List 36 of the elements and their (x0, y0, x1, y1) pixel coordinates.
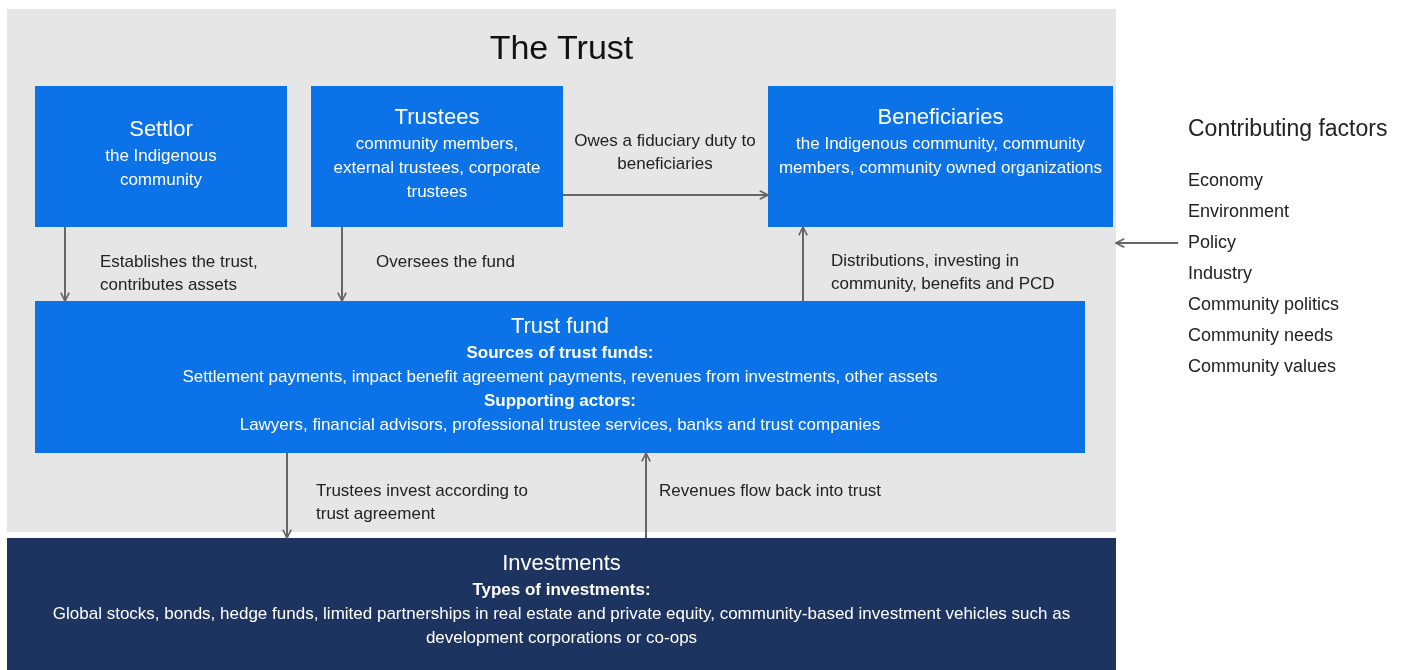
node-text: the Indigenous community, community members, community owned organizations (778, 133, 1103, 180)
node-title: Investments (502, 550, 621, 577)
node-text: Settlement payments, impact benefit agreement payments, revenues from investments, other assets (182, 366, 938, 389)
arrow (562, 190, 769, 200)
process-box (7, 538, 1116, 670)
factor-item: Community needs (1188, 323, 1334, 347)
factor-item: Environment (1188, 199, 1290, 223)
node-text: Lawyers, financial advisors, professional trustee services, banks and trust companies (239, 413, 881, 436)
arrow (282, 452, 292, 539)
node-title: Beneficiaries (877, 104, 1004, 131)
node-text: Global stocks, bonds, hedge funds, limited partnerships in real estate and private equity, community-based investment vehicles such as development corporations or co-ops (51, 603, 1072, 649)
arrow (641, 452, 651, 539)
node-text: community members, external trustees, corporate trustees (332, 133, 542, 203)
factor-item: Community politics (1188, 292, 1340, 316)
section-heading: Supporting actors: (483, 390, 637, 412)
node-text: the Indigenous community (104, 145, 218, 192)
process-box (35, 301, 1085, 453)
node-title: The Trust (489, 27, 634, 68)
node-title: Settlor (129, 116, 193, 143)
process-box (768, 86, 1113, 227)
factor-item: Economy (1188, 168, 1264, 192)
section-heading: Types of investments: (472, 579, 651, 602)
trust-panel (7, 9, 1116, 532)
factor-item: Policy (1188, 230, 1236, 254)
node-title: Trustees (394, 104, 480, 131)
arrow (798, 226, 808, 302)
node-title: Trust fund (510, 313, 610, 340)
arrow (60, 226, 70, 302)
heading: Contributing factors (1188, 115, 1388, 143)
process-box (35, 86, 287, 227)
factor-item: Community values (1188, 354, 1337, 378)
process-box (311, 86, 563, 227)
factor-item: Industry (1188, 261, 1253, 285)
arrow (337, 226, 347, 302)
arrow (1115, 238, 1179, 248)
section-heading: Sources of trust funds: (466, 342, 654, 365)
